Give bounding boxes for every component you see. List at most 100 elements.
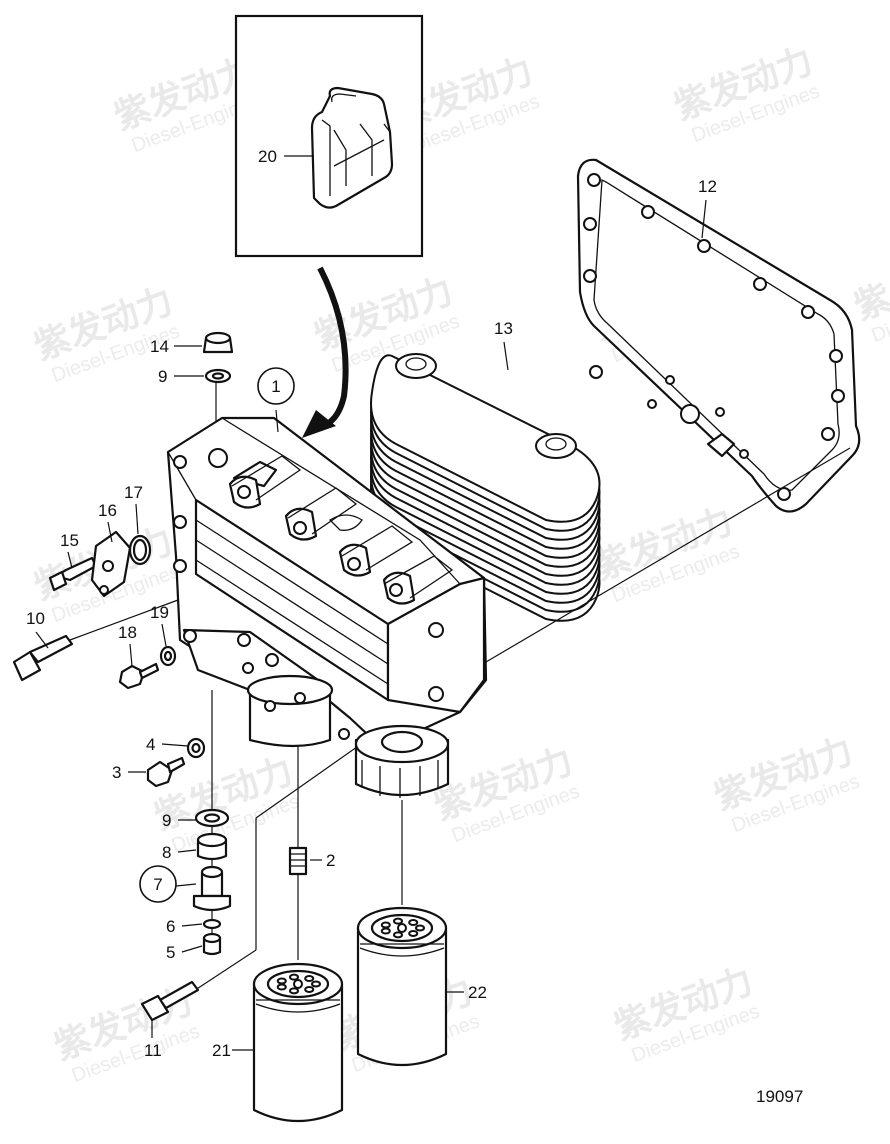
callout-leader	[107, 521, 113, 543]
gasket-hole	[831, 389, 845, 403]
callout-c2: 2	[310, 851, 335, 870]
callout-number: 21	[212, 1041, 231, 1060]
callout-leader	[503, 341, 509, 371]
callout-circle	[257, 367, 295, 405]
callout-leader	[129, 643, 133, 667]
callout-number: 5	[166, 943, 175, 962]
callout-c1: 1	[257, 367, 295, 433]
callout-number: 16	[98, 501, 117, 520]
filter-hole	[415, 924, 425, 932]
gasket-hole	[641, 205, 655, 219]
callout-c11: 11	[144, 1020, 162, 1060]
callout-number: 15	[60, 531, 79, 550]
callout-leader	[161, 743, 189, 747]
callout-number: 3	[112, 763, 121, 782]
housing-part-1	[166, 416, 488, 798]
watermark-cn: 紫发动力	[849, 240, 890, 328]
callout-number: 4	[146, 735, 155, 754]
callout-number: 20	[258, 147, 277, 166]
callout-c20: 20	[258, 147, 314, 166]
callout-c17: 17	[124, 483, 143, 535]
callout-number: 12	[698, 177, 717, 196]
callout-c9b: 9	[162, 811, 196, 830]
filter-hole	[392, 931, 403, 939]
callout-c4: 4	[146, 735, 189, 754]
callout-c16: 16	[98, 501, 117, 543]
gasket-hole	[801, 305, 815, 319]
cooler-plate	[370, 354, 601, 523]
filter-hole	[293, 979, 303, 989]
drawing-number: 19097	[756, 1087, 803, 1106]
gasket-hole	[583, 269, 597, 283]
callout-number: 1	[271, 377, 280, 396]
gasket-hole	[753, 277, 767, 291]
callout-number: 17	[124, 483, 143, 502]
callout-c9a: 9	[158, 367, 204, 386]
callout-number: 19	[150, 603, 169, 622]
callout-c8: 8	[162, 843, 197, 862]
callout-c18: 18	[118, 623, 137, 667]
callout-leader	[161, 623, 167, 647]
filter-part-22	[356, 906, 448, 1067]
gasket-part-12	[576, 158, 861, 513]
callout-number: 22	[468, 983, 487, 1002]
gasket-hole	[777, 487, 791, 501]
filter-hole	[408, 919, 419, 927]
gasket-hole	[821, 427, 835, 441]
callout-number: 9	[162, 811, 171, 830]
callout-circle	[139, 865, 177, 903]
filter-hole	[380, 927, 391, 935]
gasket-hole	[583, 217, 597, 231]
callout-leader	[177, 849, 197, 853]
filter-hole	[288, 973, 299, 981]
filter-hole	[288, 987, 299, 995]
callout-number: 6	[166, 917, 175, 936]
callout-c15: 15	[60, 531, 79, 569]
cooler-part-13	[370, 353, 601, 622]
callout-c5: 5	[166, 943, 203, 962]
callout-leader	[181, 945, 203, 953]
cooler-port	[395, 353, 437, 379]
filter-hole	[397, 923, 407, 933]
callout-c22: 22	[446, 983, 487, 1002]
filter-hole	[311, 980, 321, 988]
callout-leader	[35, 631, 49, 649]
gasket-hole	[829, 349, 843, 363]
callout-leader	[175, 883, 197, 887]
callout-c12: 12	[698, 177, 717, 239]
callout-leader	[135, 503, 139, 535]
detail-inset	[234, 14, 424, 438]
callout-number: 8	[162, 843, 171, 862]
gasket-hole	[697, 239, 711, 253]
callout-leader	[67, 551, 73, 569]
filter-hole	[304, 975, 315, 983]
gasket-hole	[589, 365, 603, 379]
callout-number: 11	[144, 1041, 162, 1060]
callout-leader	[701, 199, 707, 239]
callout-c14: 14	[150, 337, 202, 356]
callout-number: 10	[26, 609, 45, 628]
callout-c6: 6	[166, 917, 203, 936]
callout-leader	[275, 409, 279, 433]
callout-number: 13	[494, 319, 513, 338]
clip-part-20	[310, 86, 394, 209]
filter-hole	[304, 985, 315, 993]
callout-c7: 7	[139, 865, 197, 903]
filter-hole	[408, 929, 419, 937]
callout-number: 18	[118, 623, 137, 642]
callout-number: 2	[326, 851, 335, 870]
gasket-hole	[587, 173, 601, 187]
filter-hole	[392, 917, 403, 925]
callout-leader	[181, 923, 203, 927]
callout-c3: 3	[112, 763, 146, 782]
cooler-port-inner	[405, 357, 427, 371]
callout-c13: 13	[494, 319, 513, 371]
filter-hole	[380, 921, 391, 929]
callout-number: 14	[150, 337, 169, 356]
